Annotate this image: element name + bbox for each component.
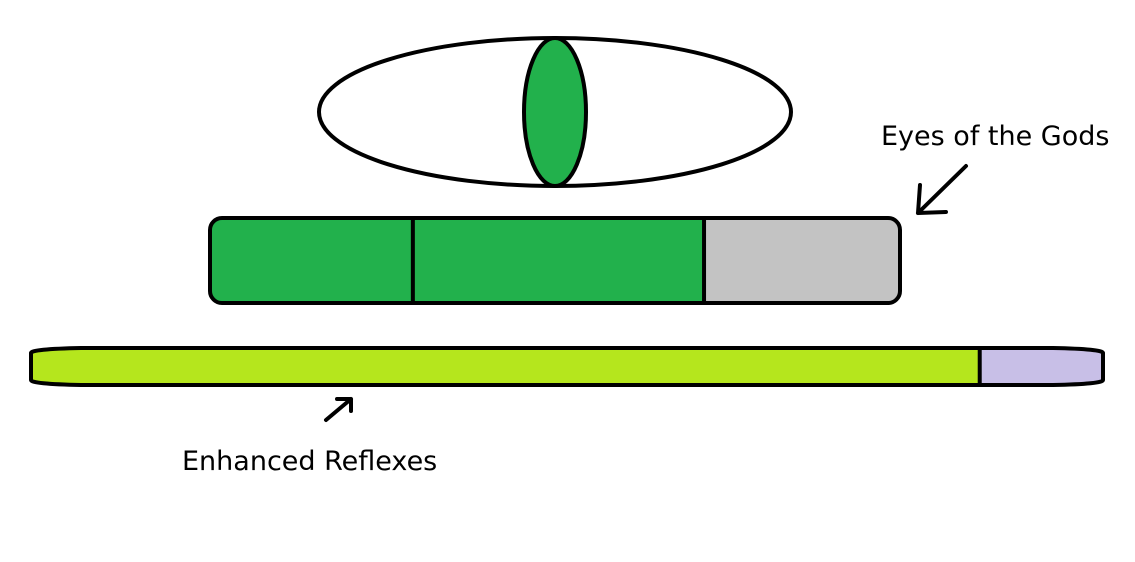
arrow-to-enhanced-reflexes <box>324 397 353 422</box>
eyes-of-the-gods-bar <box>208 216 902 305</box>
label-eyes-of-the-gods: Eyes of the Gods <box>881 121 1109 152</box>
arrow-to-eyes-of-the-gods <box>916 164 968 215</box>
arrow-icon <box>916 164 968 215</box>
eye-pupil <box>522 36 588 188</box>
bar-outline <box>29 346 1105 387</box>
bar-outline <box>208 216 902 305</box>
bar-segment-segment-1 <box>210 218 413 303</box>
bar-segment-filled <box>31 348 980 385</box>
bar-segment-segment-2 <box>412 218 705 303</box>
label-enhanced-reflexes: Enhanced Reflexes <box>182 446 437 477</box>
bar-segment-segment-3 <box>704 218 900 303</box>
bar-segment-remaining <box>979 348 1103 385</box>
eye <box>317 36 793 188</box>
enhanced-reflexes-bar <box>29 346 1105 387</box>
arrow-icon <box>324 397 353 422</box>
